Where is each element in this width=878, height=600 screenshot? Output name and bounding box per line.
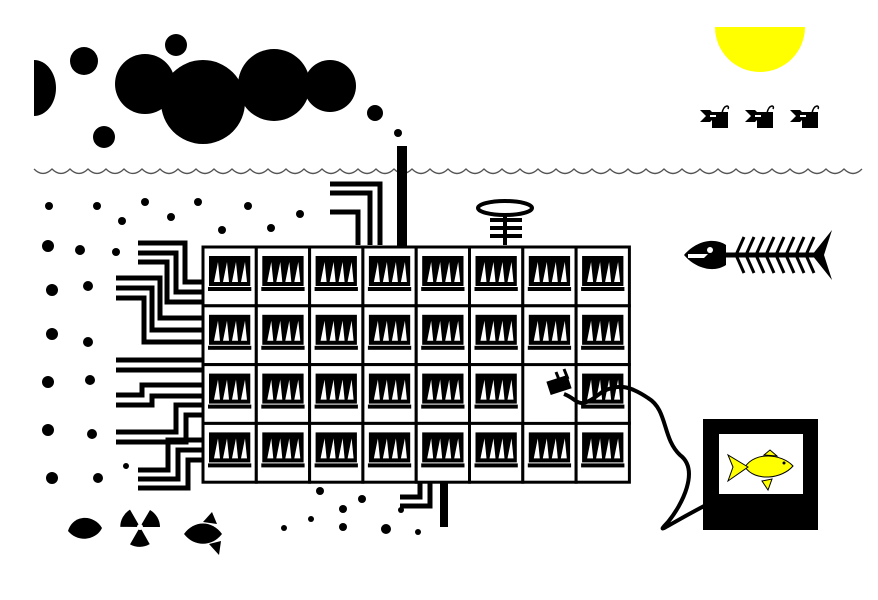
flying-fish-group: [700, 105, 820, 128]
antenna-icon: [476, 199, 534, 245]
flying-fish-icon: [790, 105, 820, 128]
pipe-icon: [400, 483, 448, 527]
yellow-fish-icon: [726, 449, 794, 492]
shoe-icon: [68, 517, 102, 539]
fish-skeleton-icon: [684, 230, 832, 280]
water-surface-icon: [33, 168, 863, 175]
power-cable: [563, 384, 707, 531]
pollution-particles: [42, 198, 421, 535]
flying-fish-icon: [700, 105, 730, 128]
tv-monitor-icon: [703, 419, 818, 530]
flying-fish-icon: [745, 105, 775, 128]
power-plug-icon: [546, 368, 572, 396]
radiation-symbol-icon: [120, 509, 160, 547]
pipe-icon: [116, 240, 205, 491]
building: [201, 245, 631, 484]
dead-fish-icon: [184, 512, 222, 555]
smoke-cloud-icon: [34, 34, 402, 148]
sun-icon: [715, 27, 805, 72]
pipe-icon: [330, 146, 407, 246]
